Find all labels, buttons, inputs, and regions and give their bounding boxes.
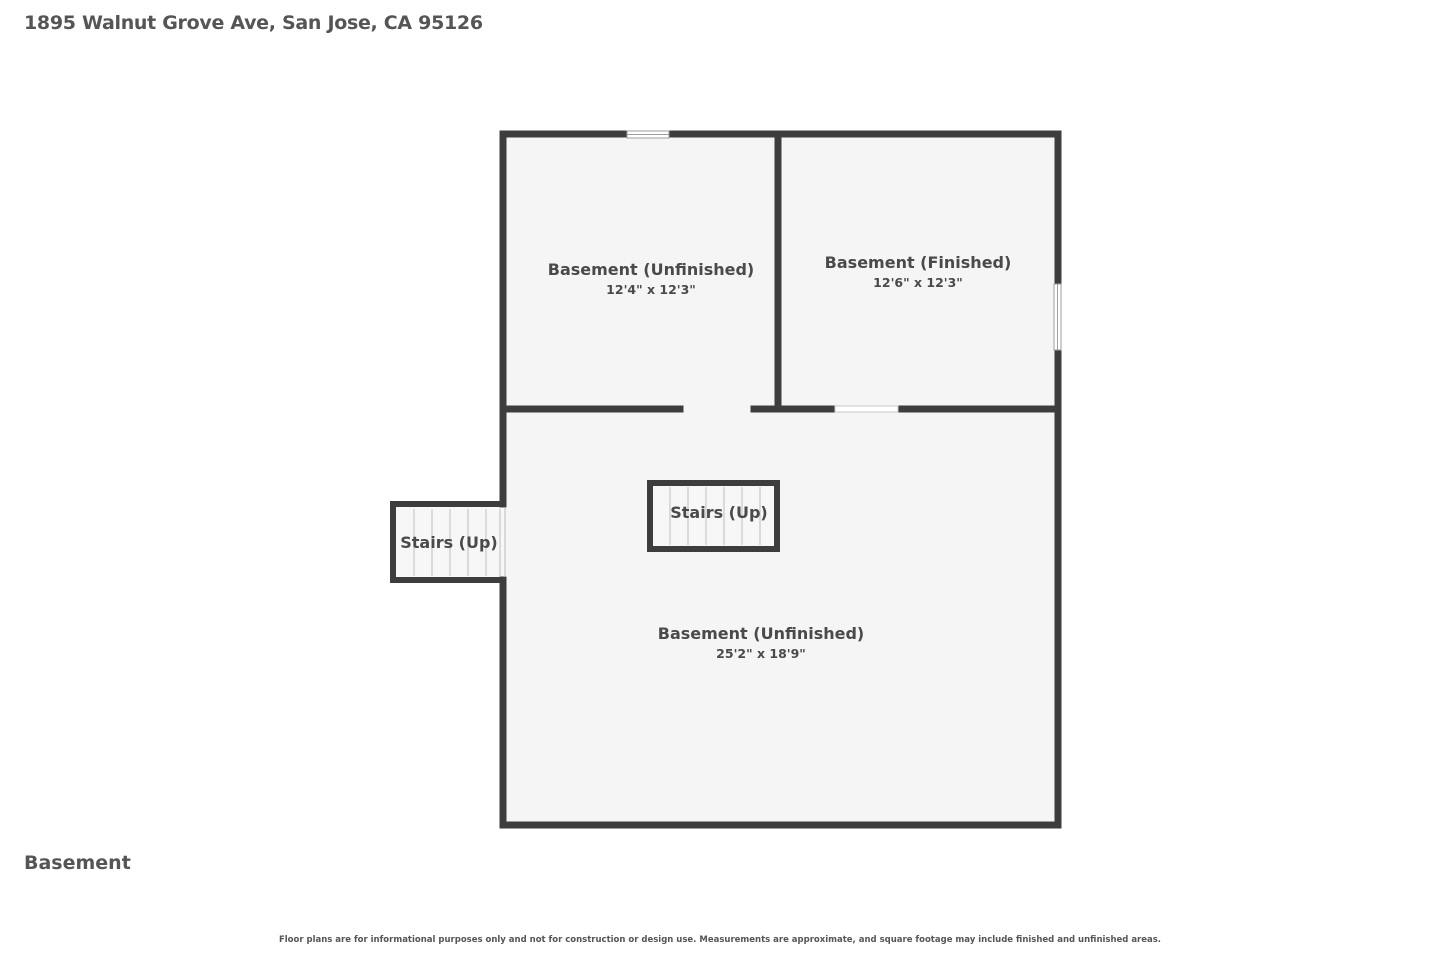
stairs-label-left: Stairs (Up): [400, 533, 498, 552]
room-name-top-right: Basement (Finished): [825, 253, 1012, 272]
room-dimensions-bottom: 25'2" x 18'9": [716, 646, 806, 661]
floor-label: Basement: [24, 852, 131, 874]
stairs-label-center: Stairs (Up): [670, 503, 768, 522]
room-name-bottom: Basement (Unfinished): [658, 624, 864, 643]
stairs-treads-left: [413, 509, 501, 576]
stairs-wall-left: [390, 501, 506, 583]
room-name-top-left: Basement (Unfinished): [548, 260, 754, 279]
stairs-treads-center: [669, 487, 761, 545]
room-dimensions-top-right: 12'6" x 12'3": [873, 275, 963, 290]
room-floor-bottom: [503, 409, 1058, 825]
stairs-floor-center: [650, 483, 777, 549]
disclaimer: Floor plans are for informational purpos…: [278, 935, 1162, 945]
door-opening: [834, 405, 899, 413]
stairs-wall-center: [647, 480, 780, 552]
walls: [499, 130, 1062, 829]
window-top: [626, 130, 670, 139]
room-floor-top-right: [778, 134, 1058, 409]
room-dimensions-top-left: 12'4" x 12'3": [606, 282, 696, 297]
property-address: 1895 Walnut Grove Ave, San Jose, CA 9512…: [24, 12, 483, 34]
window-right: [1053, 283, 1062, 351]
room-floor-top-left: [503, 134, 778, 409]
